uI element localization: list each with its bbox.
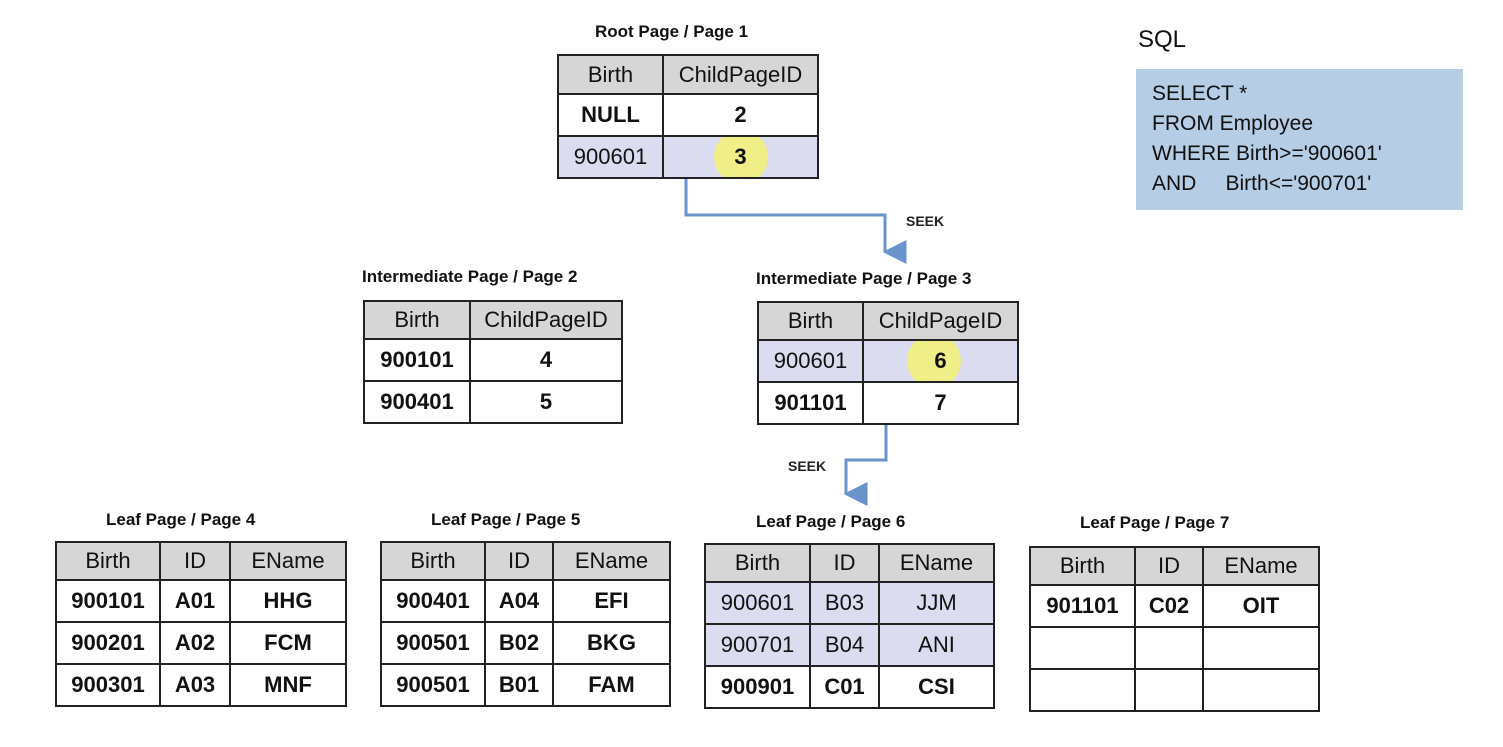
column-header: EName	[552, 541, 671, 581]
table-cell: 7	[862, 381, 1019, 425]
column-header: Birth	[55, 541, 161, 581]
table-cell: 5	[469, 380, 623, 424]
column-header: Birth	[380, 541, 486, 581]
table-cell: FAM	[552, 663, 671, 707]
table-cell: 900301	[55, 663, 161, 707]
table-cell: 2	[662, 93, 819, 137]
leaf-page-6-table: Birth ID EName 900601 B03 JJM 900701 B04…	[704, 543, 995, 709]
table-cell: C01	[809, 665, 880, 709]
sql-line: AND Birth<='900701'	[1152, 172, 1372, 195]
table-cell: 900401	[363, 380, 471, 424]
root-page-title: Root Page / Page 1	[595, 22, 749, 41]
table-cell-empty	[1134, 668, 1204, 712]
column-header: Birth	[363, 300, 471, 340]
column-header: ID	[1134, 546, 1204, 586]
column-header: EName	[878, 543, 995, 583]
column-header: Birth	[757, 301, 864, 341]
intermediate-page-3-title: Intermediate Page / Page 3	[756, 269, 972, 288]
table-cell-empty	[1134, 626, 1204, 670]
table-cell: HHG	[229, 579, 347, 623]
table-cell: CSI	[878, 665, 995, 709]
table-cell: A03	[159, 663, 231, 707]
table-cell: 901101	[1029, 584, 1136, 628]
table-cell-highlighted: 3	[662, 135, 819, 179]
table-cell: C02	[1134, 584, 1204, 628]
table-cell: 900101	[55, 579, 161, 623]
table-cell: 900601	[757, 339, 864, 383]
sql-line: FROM Employee	[1152, 112, 1314, 135]
table-cell: A01	[159, 579, 231, 623]
table-cell: NULL	[557, 93, 664, 137]
seek-label-1: SEEK	[906, 213, 945, 229]
table-cell: 900501	[380, 663, 486, 707]
table-cell-highlighted: 6	[862, 339, 1019, 383]
table-cell-empty	[1202, 668, 1320, 712]
table-cell: A02	[159, 621, 231, 665]
table-cell: B01	[484, 663, 554, 707]
table-cell: 901101	[757, 381, 864, 425]
sql-line: SELECT *	[1152, 82, 1248, 105]
leaf-page-5-title: Leaf Page / Page 5	[431, 510, 581, 529]
table-cell: BKG	[552, 621, 671, 665]
table-cell: ANI	[878, 623, 995, 667]
column-header: ID	[809, 543, 880, 583]
leaf-page-6-title: Leaf Page / Page 6	[756, 512, 906, 531]
table-cell: B03	[809, 581, 880, 625]
seek-arrow-root-to-page3	[684, 178, 907, 264]
table-cell: 900701	[704, 623, 811, 667]
table-cell: 900501	[380, 621, 486, 665]
intermediate-page-3-table: Birth ChildPageID 900601 6 901101 7	[757, 301, 1019, 425]
leaf-page-7-title: Leaf Page / Page 7	[1080, 513, 1230, 532]
column-header: EName	[1202, 546, 1320, 586]
table-cell: 900401	[380, 579, 486, 623]
column-header: ChildPageID	[662, 54, 819, 95]
column-header: EName	[229, 541, 347, 581]
column-header: ID	[484, 541, 554, 581]
seek-label-2: SEEK	[788, 458, 827, 474]
table-cell: 900601	[704, 581, 811, 625]
seek-arrow-page3-to-page6	[843, 421, 888, 506]
leaf-page-7-table: Birth ID EName 901101 C02 OIT	[1029, 546, 1320, 712]
table-cell: B02	[484, 621, 554, 665]
table-cell-empty	[1029, 626, 1136, 670]
seek-highlight-dot	[714, 138, 768, 176]
table-cell-empty	[1029, 668, 1136, 712]
table-cell: EFI	[552, 579, 671, 623]
table-cell: JJM	[878, 581, 995, 625]
table-cell: 4	[469, 338, 623, 382]
column-header: ChildPageID	[469, 300, 623, 340]
table-cell: OIT	[1202, 584, 1320, 628]
column-header: ID	[159, 541, 231, 581]
table-cell: B04	[809, 623, 880, 667]
table-cell: A04	[484, 579, 554, 623]
table-cell-empty	[1202, 626, 1320, 670]
cell-value: 3	[734, 144, 747, 169]
sql-query-box: SELECT * FROM Employee WHERE Birth>='900…	[1136, 69, 1463, 210]
root-page-table: Birth ChildPageID NULL 2 900601 3	[557, 54, 819, 179]
intermediate-page-2-table: Birth ChildPageID 900101 4 900401 5	[363, 300, 623, 424]
table-cell: 900101	[363, 338, 471, 382]
leaf-page-5-table: Birth ID EName 900401 A04 EFI 900501 B02…	[380, 541, 671, 707]
column-header: ChildPageID	[862, 301, 1019, 341]
table-cell: MNF	[229, 663, 347, 707]
seek-highlight-dot	[907, 342, 961, 380]
leaf-page-4-title: Leaf Page / Page 4	[106, 510, 256, 529]
intermediate-page-2-title: Intermediate Page / Page 2	[362, 267, 578, 286]
column-header: Birth	[704, 543, 811, 583]
cell-value: 6	[934, 348, 947, 373]
sql-heading: SQL	[1138, 26, 1187, 53]
table-cell: 900901	[704, 665, 811, 709]
table-cell: FCM	[229, 621, 347, 665]
leaf-page-4-table: Birth ID EName 900101 A01 HHG 900201 A02…	[55, 541, 347, 707]
column-header: Birth	[557, 54, 664, 95]
column-header: Birth	[1029, 546, 1136, 586]
table-cell: 900601	[557, 135, 664, 179]
sql-line: WHERE Birth>='900601'	[1152, 142, 1382, 165]
table-cell: 900201	[55, 621, 161, 665]
